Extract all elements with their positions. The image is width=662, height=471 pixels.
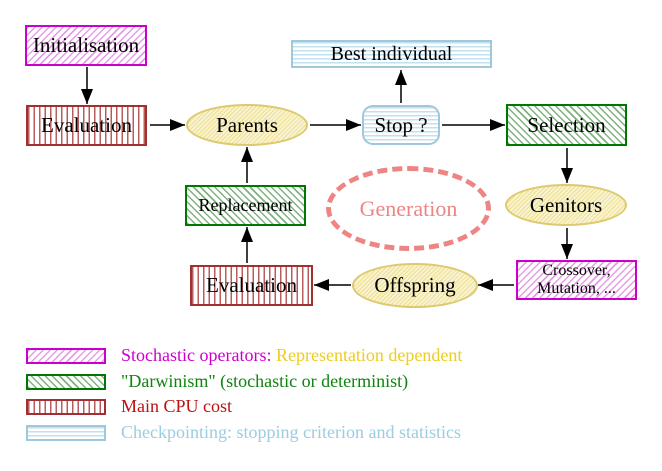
node-initialisation-label: Initialisation	[32, 33, 140, 57]
legend-swatch-green-diagonal	[26, 373, 106, 390]
node-evaluation-bottom: Evaluation	[190, 265, 313, 306]
legend-label-checkpointing: Checkpointing: stopping criterion and st…	[121, 422, 461, 442]
node-replacement: Replacement	[185, 185, 306, 226]
node-offspring: Offspring	[352, 263, 478, 308]
legend-label-stochastic-operators: Stochastic operators:	[121, 345, 272, 365]
node-selection-label: Selection	[527, 112, 606, 137]
legend-text-stochastic: Stochastic operators: Representation dep…	[121, 345, 462, 366]
legend-label-main-cpu-cost: Main CPU cost	[121, 396, 233, 416]
node-best-individual: Best individual	[291, 40, 492, 68]
node-parents: Parents	[186, 104, 308, 146]
legend-label-representation-dependent: Representation dependent	[275, 345, 463, 365]
legend-row-darwinism: "Darwinism" (stochastic or determinist)	[26, 371, 408, 392]
legend-swatch-magenta-diagonal	[26, 347, 106, 364]
node-offspring-label: Offspring	[374, 273, 456, 297]
legend-row-checkpointing: Checkpointing: stopping criterion and st…	[26, 422, 461, 443]
node-best-individual-label: Best individual	[330, 42, 453, 65]
node-crossover-mutation-label: Crossover, Mutation, ...	[537, 262, 616, 299]
node-stop: Stop ?	[362, 105, 440, 145]
node-replacement-label: Replacement	[198, 195, 293, 215]
node-evaluation-top-label: Evaluation	[41, 113, 132, 137]
node-initialisation: Initialisation	[25, 25, 147, 66]
node-stop-label: Stop ?	[374, 112, 428, 137]
legend-row-stochastic-operators: Stochastic operators: Representation dep…	[26, 345, 462, 366]
legend-swatch-blue-horizontal	[26, 424, 106, 441]
legend-swatch-red-vertical	[26, 398, 106, 415]
node-evaluation-top: Evaluation	[26, 105, 147, 146]
mutation-line: Mutation, ...	[537, 280, 616, 297]
node-selection: Selection	[506, 104, 627, 146]
generation-cycle-ellipse: Generation	[326, 166, 491, 251]
node-genitors-label: Genitors	[529, 192, 603, 217]
node-crossover-mutation: Crossover, Mutation, ...	[516, 260, 637, 300]
legend-label-darwinism: "Darwinism" (stochastic or determinist)	[121, 371, 409, 391]
node-parents-label: Parents	[216, 112, 278, 137]
node-evaluation-bottom-label: Evaluation	[206, 273, 297, 297]
node-genitors: Genitors	[505, 184, 627, 226]
legend-row-main-cpu-cost: Main CPU cost	[26, 396, 232, 417]
crossover-line: Crossover,	[542, 261, 611, 279]
generation-label: Generation	[359, 195, 458, 221]
